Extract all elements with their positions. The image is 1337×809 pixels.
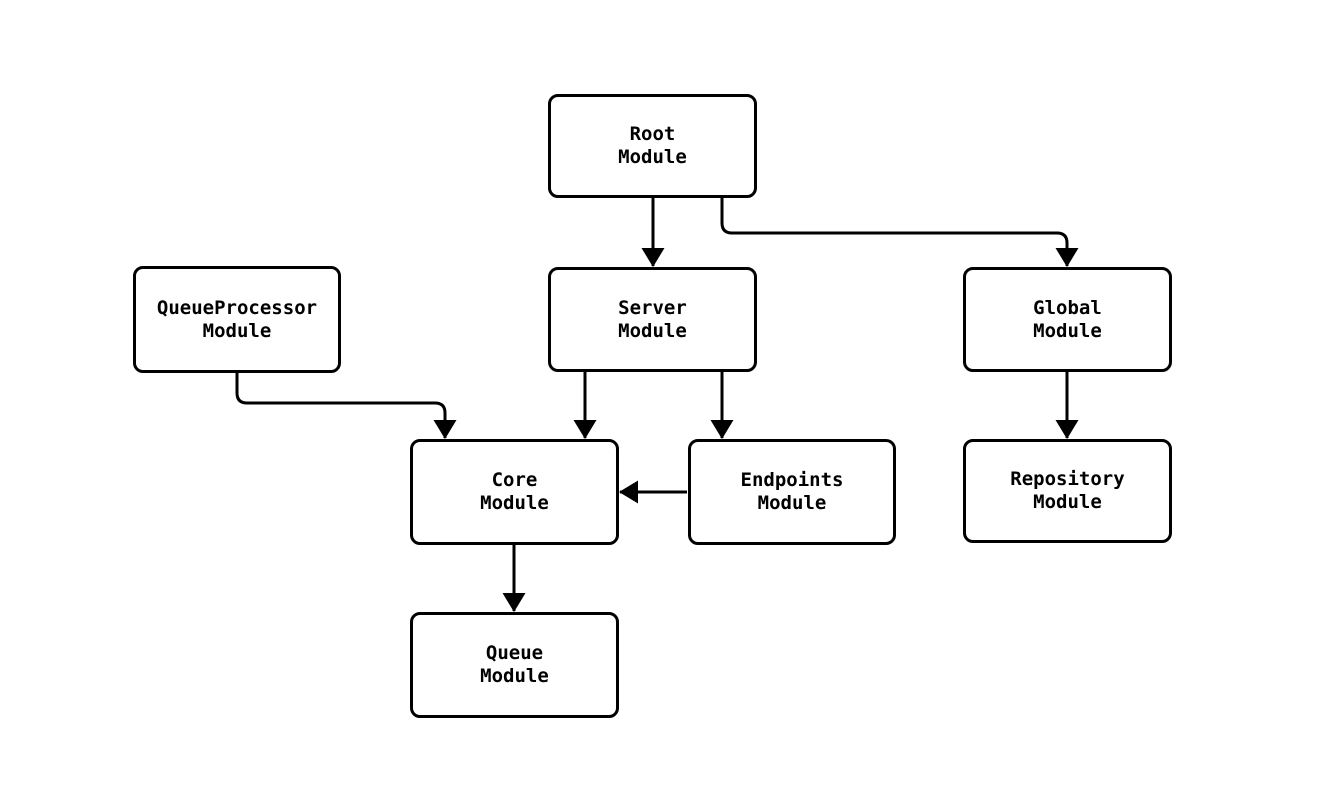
node-queueprocessor-module: QueueProcessor Module [133,266,341,373]
node-core-module: Core Module [410,439,619,545]
node-global-module-label: Global Module [1033,296,1102,342]
node-core-module-label: Core Module [480,469,549,514]
node-global-module: Global Module [963,267,1172,372]
node-endpoints-module-label: Endpoints Module [740,469,844,514]
edge-root-to-global [720,198,1079,267]
edge-queueprocessor-to-core [235,373,457,439]
node-repository-module: Repository Module [963,439,1172,543]
node-queue-module-label: Queue Module [480,642,549,687]
node-queue-module: Queue Module [410,612,619,718]
node-server-module-label: Server Module [618,296,687,342]
node-server-module: Server Module [548,267,757,372]
node-root-module-label: Root Module [618,123,687,168]
node-repository-module-label: Repository Module [1010,468,1125,513]
node-queueprocessor-module-label: QueueProcessor Module [156,296,318,342]
node-endpoints-module: Endpoints Module [688,439,896,545]
node-root-module: Root Module [548,94,757,198]
